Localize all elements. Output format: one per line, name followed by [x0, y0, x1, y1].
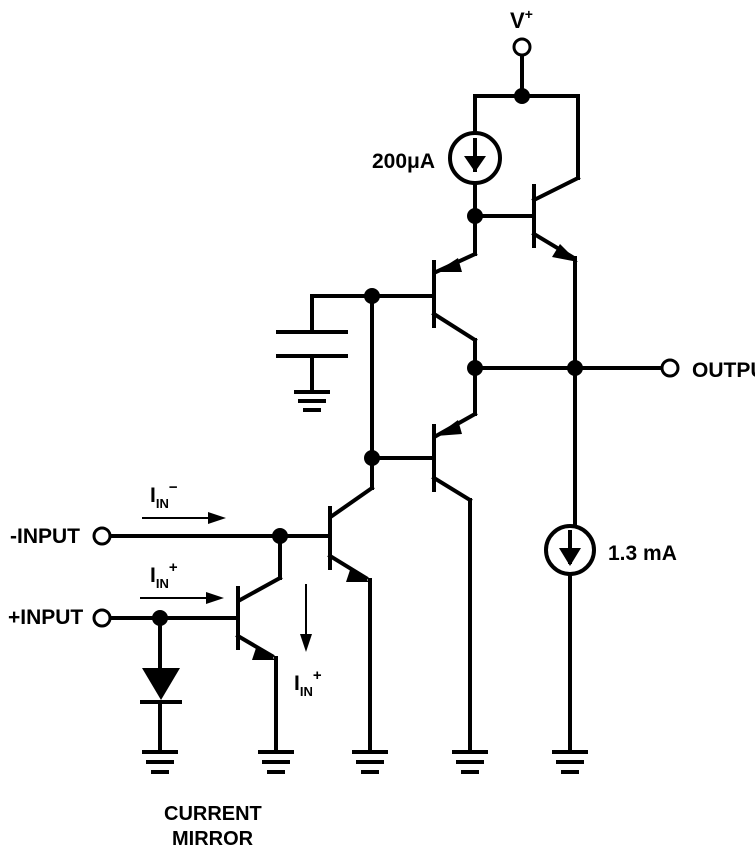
- supply-rail: [473, 56, 580, 180]
- current-arrow-in-plus-horizontal: [140, 592, 224, 604]
- current-arrow-in-minus: [142, 512, 226, 524]
- transistor-lower-middle: [431, 366, 478, 754]
- noninverting-input-label: +INPUT: [8, 606, 83, 629]
- source-top-label: 200μA: [372, 150, 435, 173]
- ground-diode: [142, 750, 178, 774]
- ground-mirror: [258, 750, 294, 774]
- current-label-in-minus: IIN−: [150, 479, 178, 511]
- current-source-200ua: [448, 131, 502, 218]
- current-source-1p3ma: [544, 366, 596, 754]
- inverting-input-terminal[interactable]: [92, 526, 112, 546]
- current-label-in-plus-bottom: IIN+: [294, 667, 322, 699]
- inverting-input-label: -INPUT: [10, 525, 80, 548]
- ground-lower-middle: [452, 750, 488, 774]
- output-label: OUTPUT: [692, 359, 755, 382]
- current-label-in-plus-left: IIN+: [150, 559, 178, 591]
- transistor-upper-middle: [431, 214, 478, 370]
- mirror-caption-line1: CURRENT: [164, 803, 262, 825]
- noninverting-input-line: [108, 610, 240, 670]
- output-terminal[interactable]: [660, 358, 680, 378]
- transistor-input: [327, 485, 375, 754]
- current-arrow-in-plus-vertical: [300, 584, 312, 652]
- capacitor: [276, 330, 348, 394]
- noninverting-input-terminal[interactable]: [92, 608, 112, 628]
- transistor-mirror: [235, 575, 283, 754]
- supply-label: V+: [510, 6, 533, 33]
- supply-terminal[interactable]: [512, 37, 532, 57]
- source-bottom-label: 1.3 mA: [608, 542, 677, 565]
- mirror-caption-line2: MIRROR: [172, 828, 254, 850]
- ground-capacitor: [294, 390, 330, 412]
- ground-input-transistor: [352, 750, 388, 774]
- transistor-top-right: [531, 175, 581, 370]
- ground-current-source: [552, 750, 588, 774]
- diode: [140, 668, 182, 754]
- inverting-input-line: [108, 528, 332, 580]
- output-node: [467, 360, 666, 376]
